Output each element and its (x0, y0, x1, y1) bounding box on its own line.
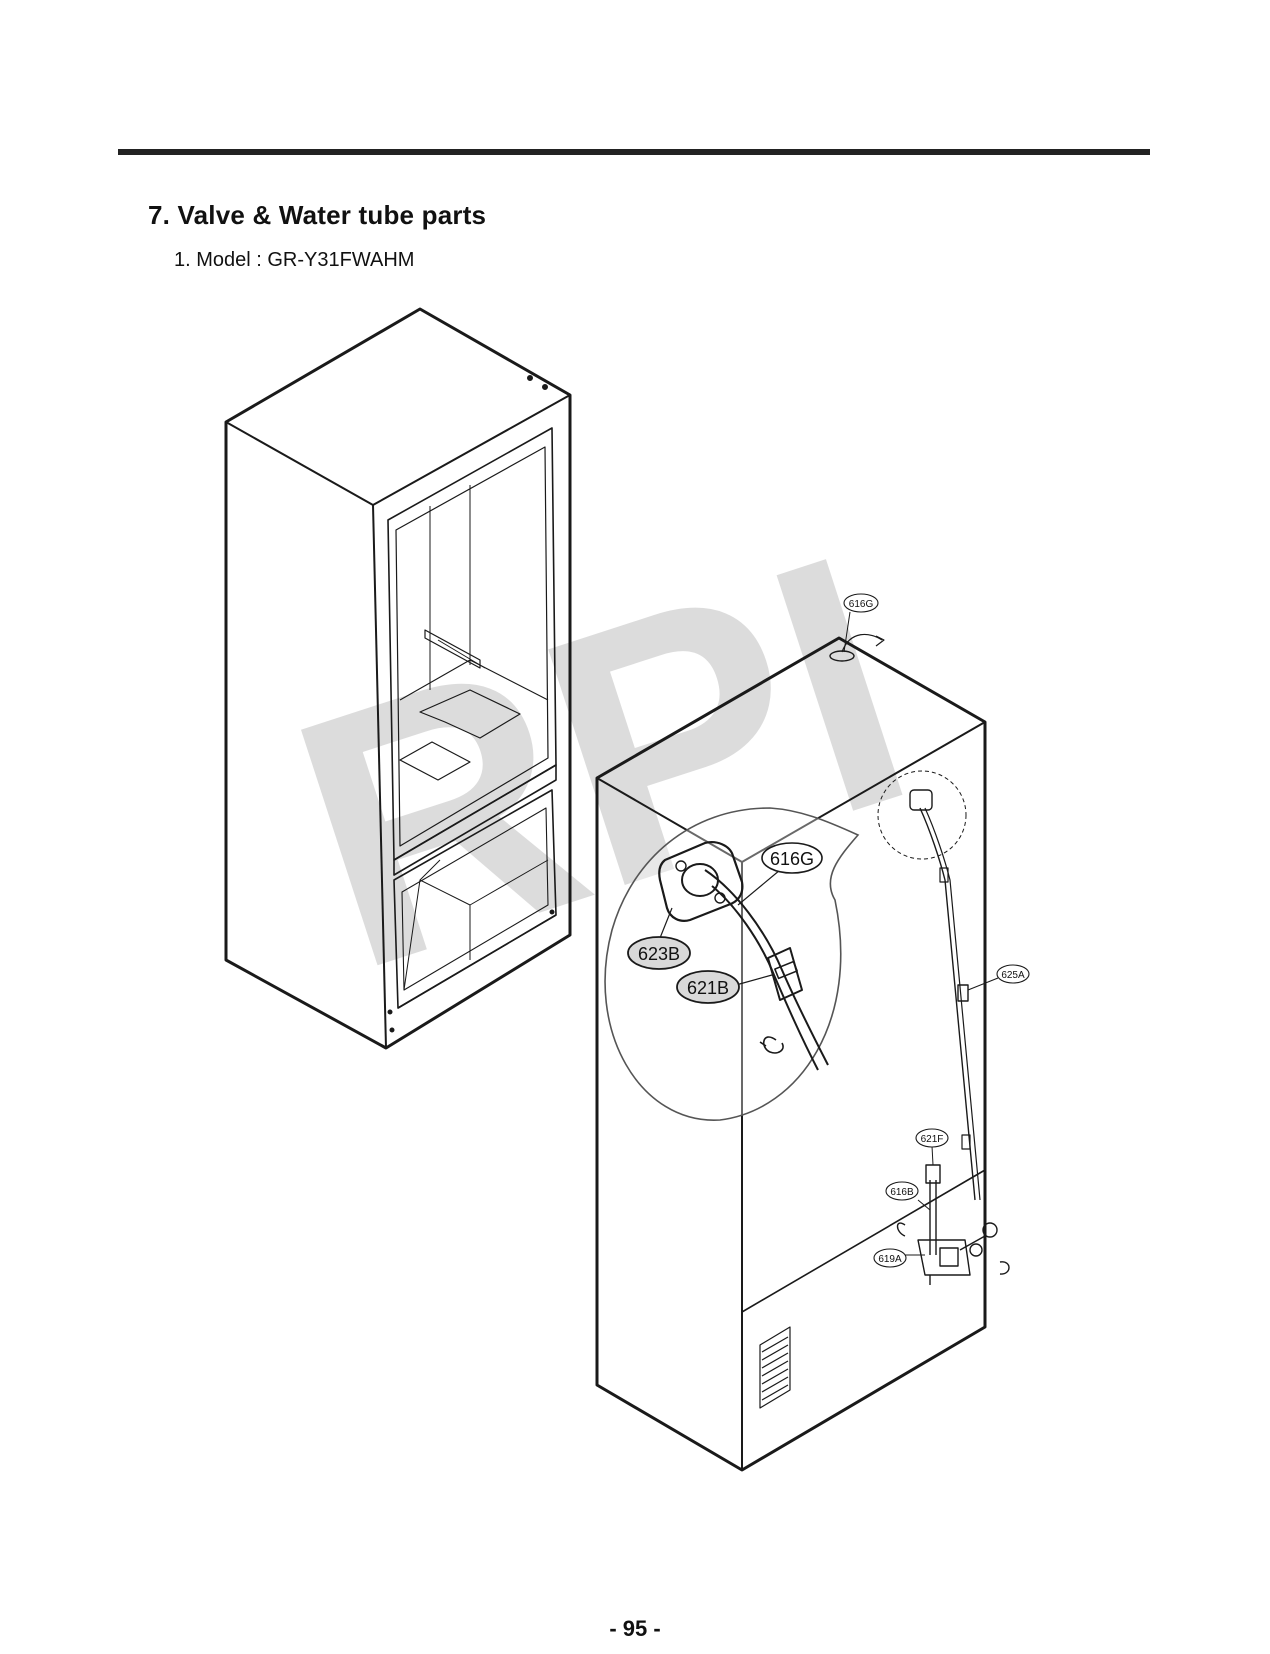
watermark: RPI (254, 478, 949, 1046)
callout-625A-label: 625A (1001, 970, 1025, 981)
section-title: 7. Valve & Water tube parts (148, 200, 487, 230)
cabinet-rear (595, 633, 1010, 1472)
callout-616G-detail-label: 616G (770, 849, 814, 869)
page-number: - 95 - (609, 1616, 661, 1641)
callout-621B: 621B (676, 970, 773, 1004)
model-line: 1. Model : GR-Y31FWAHM (174, 249, 415, 271)
callout-623B: 623B (627, 907, 691, 970)
vent-grille (759, 1326, 791, 1409)
top-rule (118, 149, 1150, 155)
callout-625A: 625A (967, 964, 1030, 991)
callout-619A: 619A (873, 1248, 925, 1268)
callout-619A-label: 619A (878, 1254, 902, 1265)
watermark-text: RPI (254, 478, 949, 1046)
callout-621B-label: 621B (687, 978, 729, 998)
callout-616G-detail: 616G (737, 842, 823, 906)
callout-621F-label: 621F (921, 1134, 944, 1145)
callout-616B: 616B (885, 1181, 931, 1211)
detail-bubble (604, 807, 860, 1121)
callout-616B-label: 616B (890, 1187, 914, 1198)
callout-621F: 621F (915, 1128, 949, 1166)
callout-616G-top-label: 616G (849, 599, 874, 610)
callout-616G-top: 616G (843, 593, 879, 653)
detail-parts (658, 841, 829, 1071)
callout-623B-label: 623B (638, 944, 680, 964)
valve-assembly (896, 1164, 1010, 1285)
cabinet-front (224, 307, 572, 1050)
